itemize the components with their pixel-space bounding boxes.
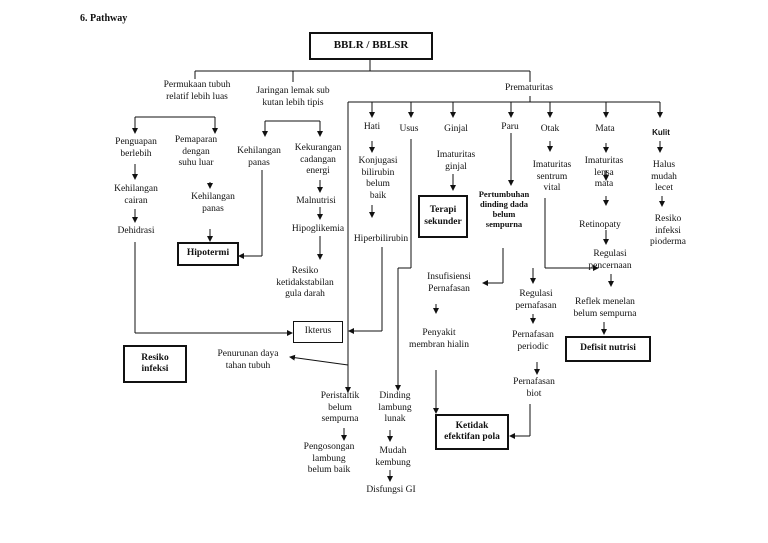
- node-ginjal: Ginjal: [444, 124, 468, 134]
- node-mudah-kembung: Mudah kembung: [375, 446, 411, 468]
- branch-prematuritas: Prematuritas: [504, 83, 554, 93]
- node-usus: Usus: [399, 124, 419, 134]
- branch-jaringan: Jaringan lemak sub kutan lebih tipis: [256, 86, 330, 108]
- node-kehilangan-panas-2: Kehilangan panas: [237, 146, 281, 168]
- diagnosis-ikterus: Ikterus: [293, 321, 343, 343]
- node-malnutrisi: Malnutrisi: [296, 196, 336, 206]
- node-kulit: Kulit: [652, 128, 670, 137]
- node-resiko-infeksi-pioderma: Resiko infeksi pioderma: [650, 214, 686, 247]
- diagnosis-terapi-sekunder: Terapi sekunder: [418, 195, 468, 238]
- node-penurunan-daya-tahan: Penurunan daya tahan tubuh: [217, 349, 279, 371]
- node-regulasi-pencernaan: Regulasi pencernaan: [588, 249, 632, 271]
- node-penyakit-membran: Penyakit membran hialin: [409, 328, 469, 350]
- node-pemaparan: Pemaparan dengan suhu luar: [174, 135, 218, 168]
- node-imaturitas-sentrum: Imaturitas sentrum vital: [532, 160, 572, 193]
- node-otak: Otak: [540, 124, 560, 134]
- branch-permukaan: Permukaan tubuh relatif lebih luas: [163, 80, 231, 102]
- node-konjugasi-bilirubin: Konjugasi bilirubin belum baik: [358, 156, 398, 201]
- diagnosis-defisit-nutrisi: Defisit nutrisi: [565, 336, 651, 362]
- node-hiperbilirubin: Hiperbilirubin: [353, 234, 409, 244]
- node-retinopaty: Retinopaty: [579, 220, 621, 230]
- node-insufisiensi: Insufisiensi Pernafasan: [427, 272, 471, 294]
- diagnosis-ketidakefektifan-pola: Ketidak efektifan pola: [435, 414, 509, 450]
- node-dehidrasi: Dehidrasi: [117, 226, 155, 236]
- node-disfungsi-gi: Disfungsi GI: [366, 485, 416, 495]
- node-paru: Paru: [501, 122, 519, 132]
- diagnosis-resiko-infeksi: Resiko infeksi: [123, 345, 187, 383]
- diagnosis-hipotermi: Hipotermi: [177, 242, 239, 266]
- node-hati: Hati: [363, 122, 381, 132]
- node-dinding-lambung: Dinding lambung lunak: [378, 391, 412, 424]
- node-peristaltik: Peristaltik belum sempurna: [320, 391, 360, 424]
- node-kehilangan-cairan: Kehilangan cairan: [114, 184, 158, 206]
- section-heading: 6. Pathway: [80, 13, 128, 24]
- node-regulasi-pernafasan: Regulasi pernafasan: [515, 289, 557, 311]
- node-kekurangan-energi: Kekurangan cadangan energi: [294, 143, 342, 176]
- node-halus-mudah-lecet: Halus mudah lecet: [651, 160, 677, 193]
- node-resiko-ketidakstabilan: Resiko ketidakstabilan gula darah: [276, 266, 334, 299]
- node-penguapan: Penguapan berlebih: [115, 137, 157, 159]
- node-imaturitas-ginjal: Imaturitas ginjal: [436, 150, 476, 172]
- root-node-bblr: BBLR / BBLSR: [309, 32, 433, 60]
- node-hipoglikemia: Hipoglikemia: [291, 224, 345, 234]
- node-reflek-menelan: Reflek menelan belum sempurna: [573, 297, 637, 319]
- node-pertumbuhan-dinding: Pertumbuhan dinding dada belum sempurna: [478, 189, 530, 229]
- node-mata: Mata: [595, 124, 615, 134]
- node-pernafasan-periodic: Pernafasan periodic: [512, 330, 554, 352]
- node-pernafasan-biot: Pernafasan biot: [513, 377, 555, 399]
- node-kehilangan-panas-1: Kehilangan panas: [191, 192, 235, 214]
- node-pengosongan-lambung: Pengosongan lambung belum baik: [303, 442, 355, 475]
- node-imaturitas-lensa: Imaturitas lensa mata: [584, 156, 624, 189]
